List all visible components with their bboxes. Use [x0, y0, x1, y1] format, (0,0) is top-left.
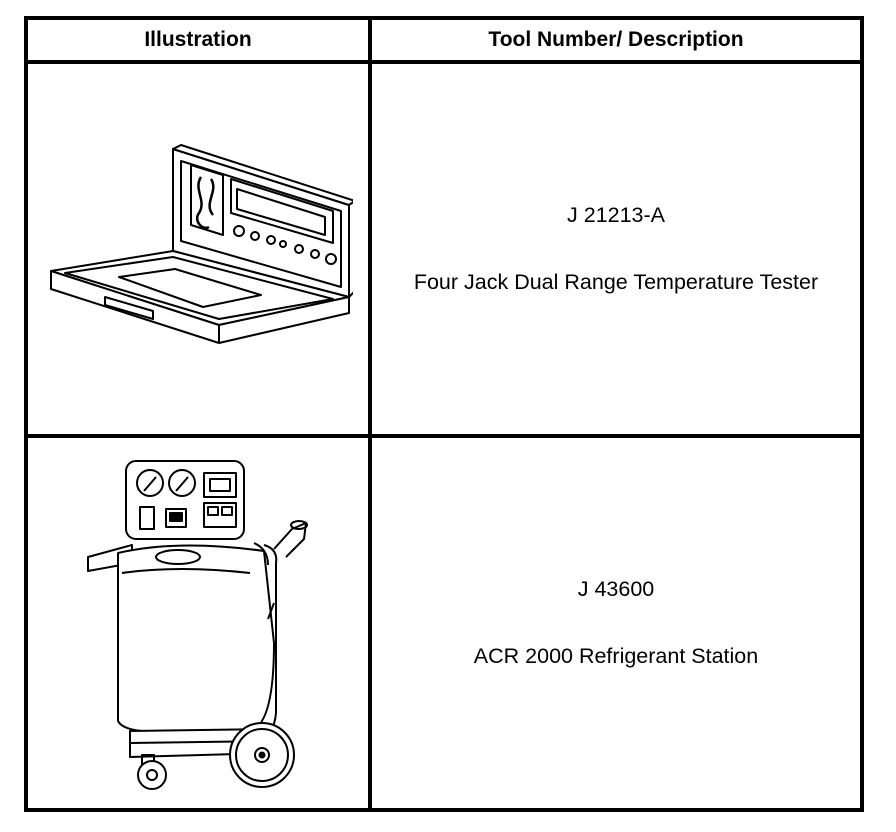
table-row: J 43600 ACR 2000 Refrigerant Station — [24, 434, 864, 812]
header-row: Illustration Tool Number/ Description — [24, 16, 864, 64]
tool-description: Four Jack Dual Range Temperature Tester — [413, 270, 819, 294]
tool-number: J 21213-A — [566, 203, 665, 227]
header-tool-description: Tool Number/ Description — [368, 16, 864, 64]
tool-description: ACR 2000 Refrigerant Station — [473, 644, 759, 668]
tools-table: Illustration Tool Number/ Description — [24, 16, 864, 812]
temperature-tester-case-icon — [50, 144, 353, 344]
illustration-cell — [24, 434, 372, 812]
description-cell: J 43600 ACR 2000 Refrigerant Station — [368, 434, 864, 812]
table-row: J 21213-A Four Jack Dual Range Temperatu… — [24, 60, 864, 438]
tool-number: J 43600 — [577, 577, 655, 601]
description-cell: J 21213-A Four Jack Dual Range Temperatu… — [368, 60, 864, 438]
header-illustration: Illustration — [24, 16, 372, 64]
refrigerant-station-icon — [87, 460, 308, 790]
illustration-cell — [24, 60, 372, 438]
